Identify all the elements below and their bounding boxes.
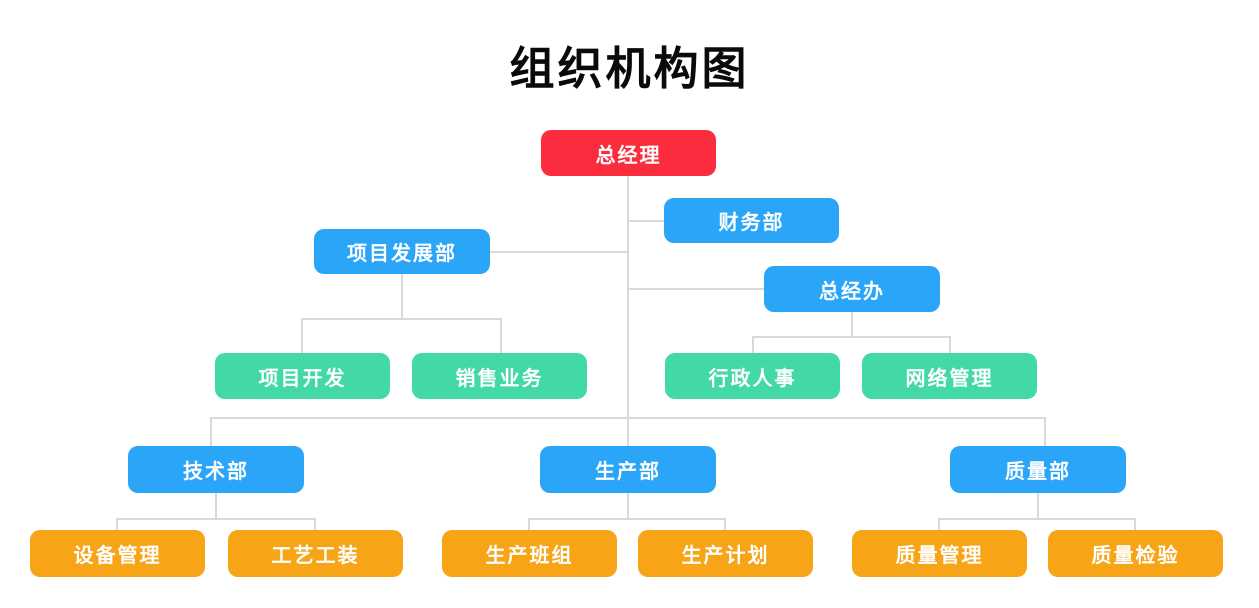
connector-drop-tooling (314, 518, 316, 531)
connector-project-dev-dept-bar (301, 318, 502, 320)
node-project-development-dept: 项目发展部 (314, 229, 490, 274)
connector-drop-production-team (528, 518, 530, 531)
node-project-development-label: 项目开发 (258, 367, 347, 390)
node-sales-business: 销售业务 (412, 353, 587, 399)
connector-gm-office-stem (851, 312, 853, 338)
node-finance-dept-label: 财务部 (718, 212, 785, 234)
node-production-dept-label: 生产部 (595, 461, 661, 483)
node-equipment-management-label: 设备管理 (73, 545, 162, 567)
node-production-planning-label: 生产计划 (681, 545, 770, 567)
connector-to-gm-office (628, 288, 765, 290)
node-gm-office: 总经办 (764, 266, 940, 312)
connector-to-project-dev-dept (490, 251, 628, 253)
connector-drop-production-planning (724, 518, 726, 531)
node-process-tooling-label: 工艺工装 (271, 545, 360, 567)
connector-to-finance (628, 220, 665, 222)
node-equipment-management: 设备管理 (30, 530, 205, 577)
connector-production-bar (528, 518, 726, 520)
node-technology-dept: 技术部 (128, 446, 304, 493)
node-quality-management-label: 质量管理 (895, 545, 984, 567)
node-technology-dept-label: 技术部 (183, 461, 249, 483)
connector-project-dev-dept-stem (401, 274, 403, 320)
node-quality-inspection: 质量检验 (1048, 530, 1223, 577)
connector-gm-office-bar (752, 336, 951, 338)
node-quality-dept: 质量部 (950, 446, 1126, 493)
node-production-planning: 生产计划 (638, 530, 813, 577)
connector-bottom-bar (210, 417, 1046, 419)
node-network-management: 网络管理 (862, 353, 1037, 399)
node-quality-dept-label: 质量部 (1005, 461, 1071, 483)
connector-trunk-vertical (627, 176, 629, 446)
connector-tech-bar (116, 518, 316, 520)
chart-title: 组织机构图 (509, 43, 750, 94)
node-gm-office-label: 总经办 (819, 280, 885, 303)
connector-drop-tech-dept (210, 417, 212, 447)
connector-quality-bar (938, 518, 1136, 520)
connector-drop-quality-mgmt (938, 518, 940, 531)
connector-drop-equipment (116, 518, 118, 531)
node-project-development-dept-label: 项目发展部 (347, 243, 457, 265)
node-production-team: 生产班组 (442, 530, 617, 577)
connector-drop-sales (500, 318, 502, 354)
node-process-tooling: 工艺工装 (228, 530, 403, 577)
node-sales-business-label: 销售业务 (455, 367, 544, 390)
node-production-dept: 生产部 (540, 446, 716, 493)
node-finance-dept: 财务部 (664, 198, 839, 243)
node-admin-hr-label: 行政人事 (708, 367, 797, 390)
connector-drop-network-mgmt (949, 336, 951, 354)
connector-drop-project-dev (301, 318, 303, 354)
node-quality-management: 质量管理 (852, 530, 1027, 577)
connector-production-stem (627, 493, 629, 519)
node-general-manager-label: 总经理 (595, 144, 662, 167)
connector-tech-stem (215, 493, 217, 519)
node-production-team-label: 生产班组 (485, 545, 574, 567)
node-general-manager: 总经理 (541, 130, 716, 176)
connector-drop-quality-inspection (1134, 518, 1136, 531)
node-network-management-label: 网络管理 (905, 367, 994, 390)
node-project-development: 项目开发 (215, 353, 390, 399)
connector-drop-quality-dept (1044, 417, 1046, 447)
connector-drop-admin-hr (752, 336, 754, 354)
node-quality-inspection-label: 质量检验 (1091, 545, 1180, 567)
connector-quality-stem (1037, 493, 1039, 519)
node-admin-hr: 行政人事 (665, 353, 840, 399)
